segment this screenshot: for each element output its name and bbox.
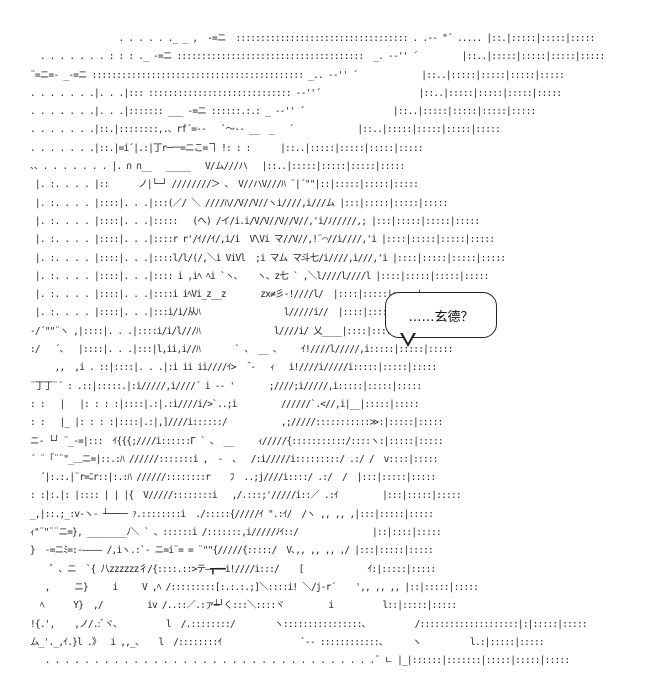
speech-bubble-text: ……玄德？ — [408, 309, 474, 325]
speech-bubble: ……玄德？ — [385, 292, 497, 338]
ascii-art-text: . . . . . ._ _ , -=ニ :::::::::::::::::::… — [30, 33, 605, 667]
speech-bubble-tail — [400, 332, 416, 347]
